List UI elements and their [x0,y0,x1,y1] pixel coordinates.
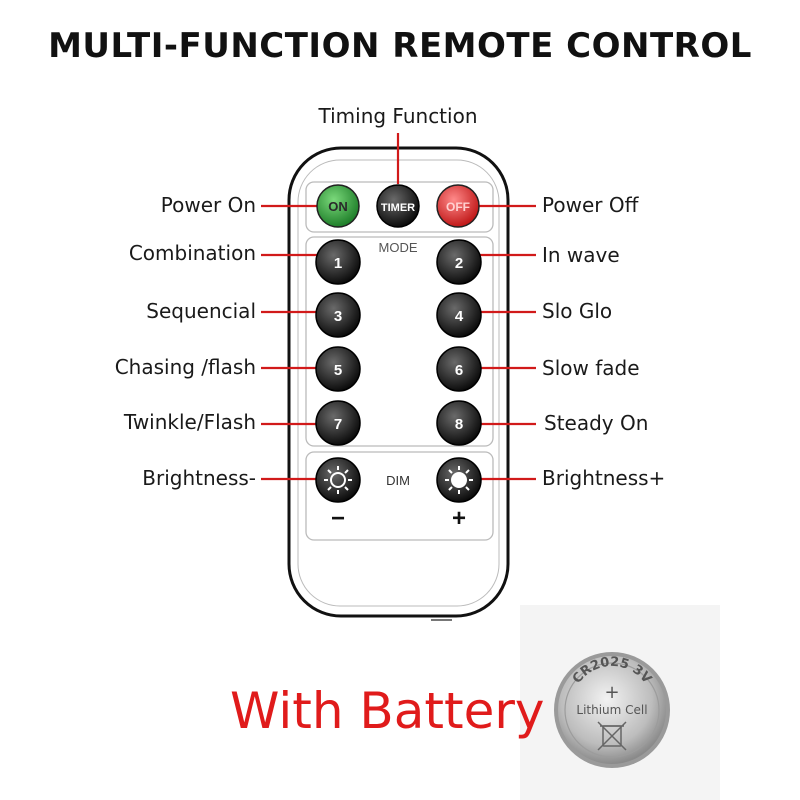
plus-sign: + [452,505,466,532]
svg-text:4: 4 [455,308,464,325]
button-5[interactable]: 5 [315,346,361,392]
button-4[interactable]: 4 [436,292,482,338]
button-2[interactable]: 2 [436,239,482,285]
off-button[interactable]: OFF [436,184,480,228]
coin-battery: CR2025 3V + Lithium Cell [554,652,670,768]
on-button[interactable]: ON [316,184,360,228]
svg-text:TIMER: TIMER [381,202,415,214]
svg-text:6: 6 [455,362,463,379]
label-brightness-minus: Brightness- [142,466,256,490]
remote-mode-panel [305,236,494,447]
battery-caption: With Battery [230,682,545,740]
svg-text:ON: ON [328,199,348,214]
svg-text:OFF: OFF [446,200,470,214]
timer-button[interactable]: TIMER [376,184,420,228]
remote-dim-panel [305,451,494,541]
callout-lines [261,133,536,481]
button-7[interactable]: 7 [315,400,361,446]
recycle-bin-icon [597,721,627,751]
label-combination: Combination [128,241,256,265]
label-power-off: Power Off [542,193,639,217]
label-power-on: Power On [160,193,256,217]
svg-text:+: + [604,682,619,703]
minus-sign: − [331,505,345,532]
label-twinkle-flash: Twinkle/Flash [123,410,256,434]
label-slow-fade: Slow fade [542,356,640,380]
label-in-wave: In wave [542,243,620,267]
button-8[interactable]: 8 [436,400,482,446]
svg-text:5: 5 [334,362,342,379]
brightness-up-button[interactable] [436,457,482,503]
sun-filled-icon [445,466,473,494]
button-3[interactable]: 3 [315,292,361,338]
dim-label: DIM [386,473,410,488]
svg-text:1: 1 [334,255,342,272]
sun-outline-icon [324,466,352,494]
label-sequencial: Sequencial [146,299,256,323]
svg-text:2: 2 [455,255,463,272]
svg-text:3: 3 [334,308,342,325]
page-title: MULTI-FUNCTION REMOTE CONTROL [48,26,752,66]
button-6[interactable]: 6 [436,346,482,392]
button-1[interactable]: 1 [315,239,361,285]
svg-text:7: 7 [334,416,342,433]
svg-text:Lithium Cell: Lithium Cell [576,703,647,717]
mode-label: MODE [379,240,418,255]
label-steady-on: Steady On [544,411,649,435]
svg-text:8: 8 [455,416,463,433]
label-brightness-plus: Brightness+ [542,466,666,490]
label-slo-glo: Slo Glo [542,299,613,323]
brightness-down-button[interactable] [315,457,361,503]
label-timing-function: Timing Function [318,104,478,128]
label-chasing-flash: Chasing /flash [114,355,256,379]
